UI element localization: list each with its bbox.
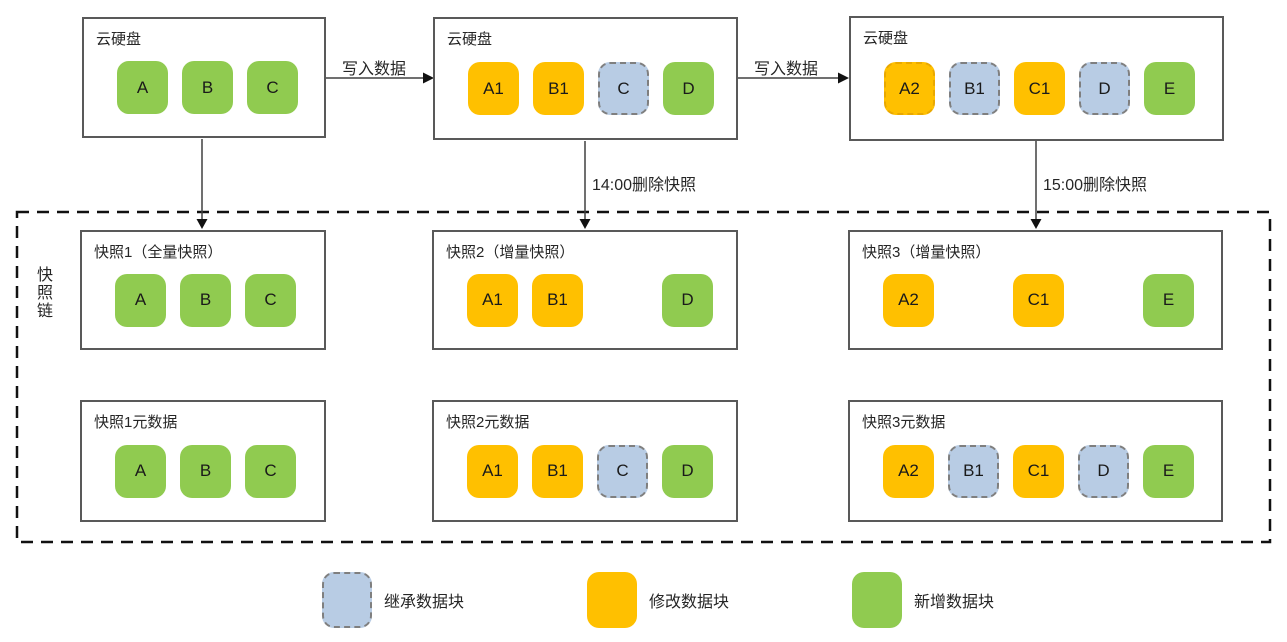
data-block-e: E bbox=[1143, 273, 1194, 327]
data-block-b: B bbox=[182, 61, 233, 114]
data-block-a1: A1 bbox=[467, 444, 518, 498]
snapshot-1-title: 快照1（全量快照） bbox=[94, 244, 223, 261]
data-block-a2: A2 bbox=[884, 62, 935, 115]
snapshot-arrow-1-head bbox=[196, 219, 208, 229]
disk-1-title: 云硬盘 bbox=[96, 31, 142, 48]
legend-label-modified: 修改数据块 bbox=[649, 594, 730, 611]
legend-swatch-modified bbox=[587, 572, 637, 628]
disk-2-title: 云硬盘 bbox=[447, 31, 493, 48]
legend-item-inherited: 继承数据块 bbox=[322, 572, 464, 628]
snapshot-2-blocks: A1 B1 D bbox=[446, 262, 724, 338]
data-block-c1: C1 bbox=[1014, 62, 1065, 115]
data-block-d: D bbox=[1078, 444, 1129, 498]
data-block-a2: A2 bbox=[883, 273, 934, 327]
data-block-b: B bbox=[180, 273, 231, 327]
data-block-c1: C1 bbox=[1013, 273, 1064, 327]
data-block-b1: B1 bbox=[533, 62, 584, 115]
data-block-d: D bbox=[663, 62, 714, 115]
legend-swatch-inherited bbox=[322, 572, 372, 628]
data-block-a1: A1 bbox=[468, 62, 519, 115]
data-block-b1: B1 bbox=[949, 62, 1000, 115]
data-block-d: D bbox=[662, 273, 713, 327]
legend: 继承数据块 修改数据块 新增数据块 bbox=[0, 572, 1287, 630]
legend-item-modified: 修改数据块 bbox=[587, 572, 729, 628]
data-block-a: A bbox=[115, 444, 166, 498]
data-block-a: A bbox=[115, 273, 166, 327]
data-block-c: C bbox=[247, 61, 298, 114]
data-block-c: C bbox=[597, 444, 648, 498]
data-block-c1: C1 bbox=[1013, 444, 1064, 498]
data-block-d: D bbox=[1079, 62, 1130, 115]
write-arrow-1-label: 写入数据 bbox=[342, 61, 407, 78]
metadata-1-title: 快照1元数据 bbox=[94, 414, 178, 431]
data-block-e: E bbox=[1143, 444, 1194, 498]
data-block-c: C bbox=[245, 273, 296, 327]
snapshot-arrow-2-head bbox=[579, 219, 591, 229]
legend-label-inherited: 继承数据块 bbox=[384, 594, 465, 611]
snapshot-arrow-3-head bbox=[1030, 219, 1042, 229]
data-block-d: D bbox=[662, 444, 713, 498]
data-block-a1: A1 bbox=[467, 273, 518, 327]
data-block-c: C bbox=[245, 444, 296, 498]
snapshot-3-blocks: A2 C1 E bbox=[862, 262, 1209, 338]
disk-3-title: 云硬盘 bbox=[863, 30, 909, 47]
data-block-b1: B1 bbox=[948, 444, 999, 498]
data-block-e: E bbox=[1144, 62, 1195, 115]
legend-swatch-new bbox=[852, 572, 902, 628]
legend-item-new: 新增数据块 bbox=[852, 572, 994, 628]
write-arrow-2-head bbox=[838, 72, 849, 84]
write-arrow-2-label: 写入数据 bbox=[754, 61, 819, 78]
snapshot-chain-label: 快照链 bbox=[36, 267, 53, 320]
snapshot-box-2: 快照2（增量快照） A1 B1 D bbox=[432, 230, 738, 350]
legend-label-new: 新增数据块 bbox=[914, 594, 995, 611]
data-block-c: C bbox=[598, 62, 649, 115]
metadata-2-title: 快照2元数据 bbox=[446, 414, 530, 431]
data-block-a2: A2 bbox=[883, 444, 934, 498]
snapshot-box-3: 快照3（增量快照） A2 C1 E bbox=[848, 230, 1223, 350]
data-block-b: B bbox=[180, 444, 231, 498]
data-block-a: A bbox=[117, 61, 168, 114]
snapshot-2-title: 快照2（增量快照） bbox=[446, 244, 575, 261]
data-block-b1: B1 bbox=[532, 273, 583, 327]
snapshot-3-title: 快照3（增量快照） bbox=[862, 244, 991, 261]
metadata-3-title: 快照3元数据 bbox=[862, 414, 946, 431]
delete-snapshot-label-2: 15:00删除快照 bbox=[1043, 177, 1148, 194]
delete-snapshot-label-1: 14:00删除快照 bbox=[592, 177, 697, 194]
data-block-b1: B1 bbox=[532, 444, 583, 498]
